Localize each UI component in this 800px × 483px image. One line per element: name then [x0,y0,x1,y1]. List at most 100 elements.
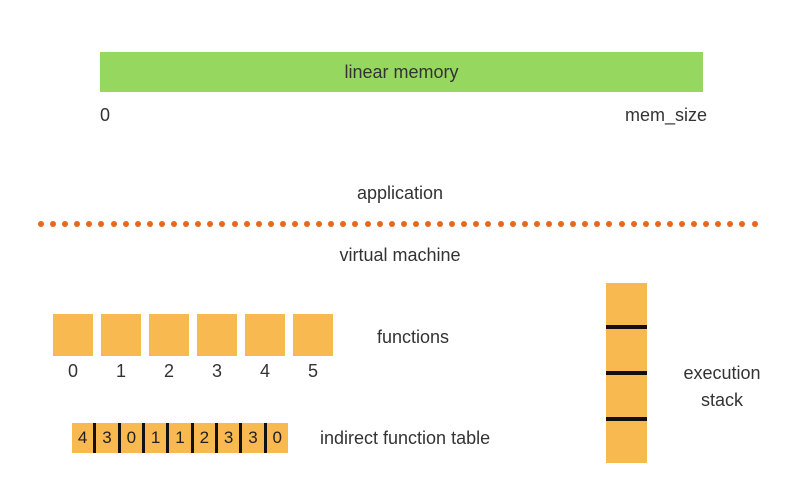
function-block-0 [53,314,93,356]
indirect-table-cell-2: 0 [117,423,142,453]
boundary-dot [207,220,214,227]
boundary-dot [279,220,286,227]
boundary-dot [376,220,383,227]
function-index-5: 5 [307,361,318,381]
memory-end-label: mem_size [624,104,707,125]
boundary-dot [473,220,480,227]
stack-segment-0 [606,283,647,325]
indirect-table-cell-1: 3 [93,423,117,453]
boundary-dot [231,220,238,227]
boundary-dot [243,220,250,227]
boundary-dot [183,220,190,227]
boundary-dot [642,220,649,227]
boundary-dot [98,220,105,227]
indirect-table-cell-3: 1 [141,423,166,453]
function-index-0: 0 [67,361,78,381]
function-block-2 [149,314,189,356]
boundary-dot [158,220,165,227]
boundary-dot [654,220,661,227]
boundary-dot [739,220,746,227]
boundary-dot [691,220,698,227]
boundary-dot [521,220,528,227]
function-blocks-row [53,314,333,356]
execution-stack [606,283,647,463]
virtual-machine-label: virtual machine [339,245,461,265]
boundary-dot [267,220,274,227]
stack-segment-2 [606,371,647,417]
boundary-dot [316,220,323,227]
function-index-3: 3 [211,361,222,381]
execution-stack-label-line2: stack [700,390,743,410]
boundary-dot [751,220,758,227]
boundary-dot [545,220,552,227]
stack-segment-3 [606,417,647,463]
boundary-dot [134,220,141,227]
boundary-dot [304,220,311,227]
indirect-table-cell-0: 4 [77,428,88,447]
boundary-dot [110,220,117,227]
indirect-table-cell-6: 3 [214,423,239,453]
memory-start-label: 0 [100,104,111,125]
boundary-dot [606,220,613,227]
boundary-dot [461,220,468,227]
indirect-table-cell-7: 3 [239,423,263,453]
boundary-dot [219,220,226,227]
functions-label: functions [377,327,450,347]
boundary-dot [715,220,722,227]
function-index-1: 1 [115,361,126,381]
linear-memory-bar: linear memory [100,52,703,92]
boundary-dot [425,220,431,227]
execution-stack-label: execution stack [647,360,797,414]
boundary-dot [727,220,734,227]
boundary-dot [50,220,57,227]
boundary-dot [533,220,540,227]
function-block-5 [293,314,333,356]
indirect-table-cell-8: 0 [263,423,288,453]
boundary-dot [328,220,335,227]
boundary-dot [62,220,69,227]
function-block-3 [197,314,237,356]
boundary-dot [352,220,359,227]
boundary-dot [678,220,685,227]
boundary-dot [171,220,178,227]
indirect-function-table-label: indirect function table [320,428,491,448]
boundary-dot [291,220,298,227]
boundary-dot [364,220,371,227]
linear-memory-label: linear memory [344,61,459,82]
boundary-dot [38,220,44,227]
boundary-dotted-line [38,220,758,227]
boundary-dot [618,220,625,227]
boundary-dot [74,220,81,227]
boundary-dot [582,220,589,227]
boundary-dot [509,220,516,227]
boundary-dot [122,220,129,227]
function-block-4 [245,314,285,356]
indirect-table-cell-5: 2 [190,423,215,453]
boundary-dot [449,220,456,227]
function-index-4: 4 [259,361,270,381]
boundary-dot [497,220,504,227]
boundary-dot [630,220,637,227]
boundary-dot [412,220,419,227]
stack-segment-1 [606,325,647,371]
boundary-dot [146,220,153,227]
boundary-dot [666,220,673,227]
function-block-1 [101,314,141,356]
boundary-dot [400,220,407,227]
memory-range-labels: 0 mem_size [100,104,707,126]
boundary-dot [594,220,601,227]
boundary-dot [86,220,93,227]
boundary-dot [388,220,395,227]
application-label: application [356,183,444,203]
boundary-dot [437,220,444,227]
indirect-table-cell-4: 1 [166,423,190,453]
boundary-dot [558,220,565,227]
boundary-dot [255,220,262,227]
boundary-dot [340,220,347,227]
boundary-dot [195,220,202,227]
boundary-dot [570,220,577,227]
boundary-dot [703,220,710,227]
